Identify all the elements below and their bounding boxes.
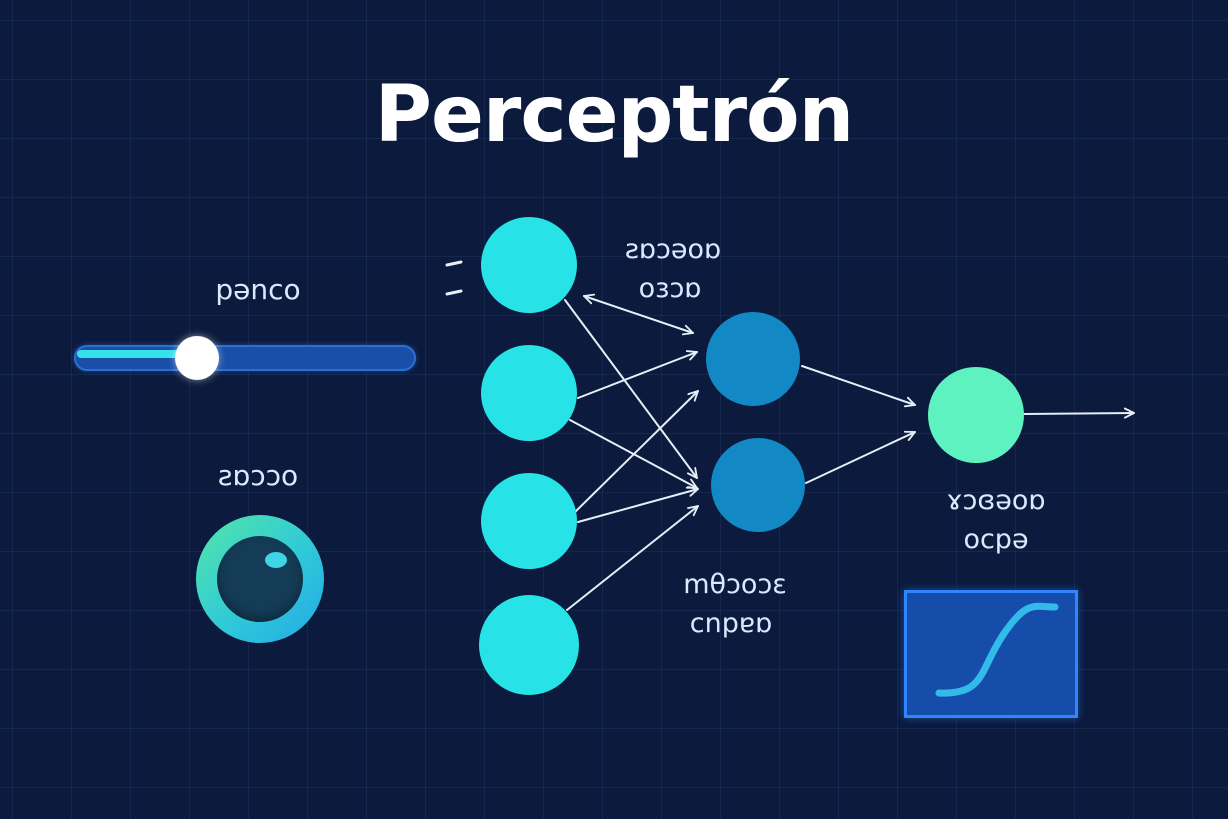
input-node-4[interactable]: [479, 595, 579, 695]
input-node-3[interactable]: [481, 473, 577, 569]
hidden-node-1[interactable]: [706, 312, 800, 406]
edge-in2-h1: [577, 350, 698, 399]
weight-slider[interactable]: [74, 336, 416, 380]
output-label-line1: ɤɔɞəoɒ: [946, 485, 1045, 516]
slider-track[interactable]: [74, 345, 416, 371]
edge-h1-out: [801, 365, 916, 408]
knob-label: ƨɒɔɔo: [217, 459, 299, 492]
input-node-1[interactable]: [481, 217, 577, 313]
page-title: Perceptrón: [374, 70, 854, 160]
output-node[interactable]: [928, 367, 1024, 463]
edge-in3-h2: [577, 486, 699, 523]
slider-label: pənco: [215, 273, 301, 306]
input-dash-2: [445, 289, 463, 296]
hidden-label-line1: mθɔoɔɛ: [683, 569, 787, 600]
knob-highlight: [265, 552, 287, 568]
output-label-line2: ocpə: [963, 524, 1028, 555]
input-label-line1: ƨɒɔəoɒ: [625, 234, 721, 265]
edge-in4-h2: [566, 505, 699, 611]
edge-in1-h1: [583, 293, 694, 336]
edge-out-result: [1023, 407, 1135, 419]
edge-in3-h1: [574, 390, 699, 513]
edge-h2-out: [805, 430, 916, 484]
input-label-line2: oɜɔɒ: [639, 273, 702, 304]
bias-knob[interactable]: [196, 515, 324, 643]
knob-inner: [217, 536, 303, 622]
edge-in1-h2: [564, 299, 698, 479]
input-dash-1: [445, 260, 463, 267]
hidden-node-2[interactable]: [711, 438, 805, 532]
slider-fill: [77, 350, 194, 358]
slider-thumb[interactable]: [175, 336, 219, 380]
input-node-2[interactable]: [481, 345, 577, 441]
sigmoid-curve-icon: [935, 602, 1059, 697]
activation-function-panel: [904, 590, 1078, 718]
hidden-label-line2: cnpɐɒ: [690, 608, 772, 639]
